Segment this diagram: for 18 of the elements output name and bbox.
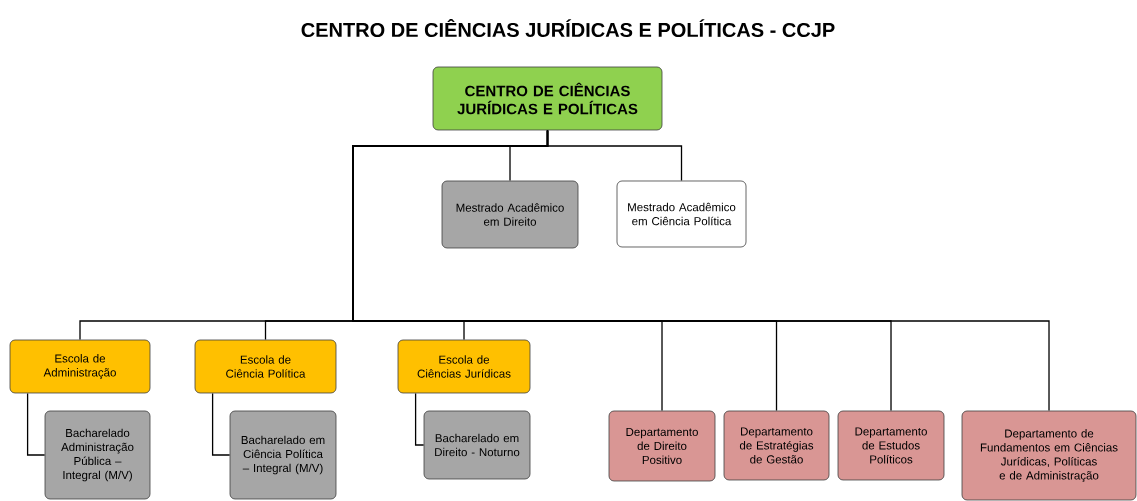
department-box: Departamento de Estudos Políticos: [837, 410, 945, 481]
connector-line: [26, 392, 46, 456]
center-box: CENTRO DE CIÊNCIAS JURÍDICAS E POLÍTICAS: [432, 66, 663, 131]
course-box: Bacharelado em Ciência Política – Integral (M/V): [229, 410, 337, 500]
course-box: Bacharelado em Direito - Noturno: [423, 410, 531, 480]
connector-line: [211, 392, 231, 456]
school-box: Escola de Administração: [9, 339, 151, 394]
department-box: Departamento de Estratégias de Gestão: [723, 410, 830, 481]
title: CENTRO DE CIÊNCIAS JURÍDICAS E POLÍTICAS - CCJP: [301, 18, 835, 38]
connector-line: [352, 129, 1050, 412]
school-box: Escola de Ciências Jurídicas: [397, 339, 531, 394]
course-box: Bacharelado Administração Pública – Integral (M/V): [44, 410, 151, 500]
connector-line: [414, 392, 425, 446]
school-box: Escola de Ciência Política: [194, 339, 337, 394]
program-box: Mestrado Acadêmico em Ciência Política: [616, 180, 747, 248]
program-box: Mestrado Acadêmico em Direito: [441, 180, 579, 249]
department-box: Departamento de Fundamentos em Ciências Jurídicas, Políticas e de Administração: [961, 410, 1137, 501]
department-box: Departamento de Direito Positivo: [608, 410, 716, 482]
